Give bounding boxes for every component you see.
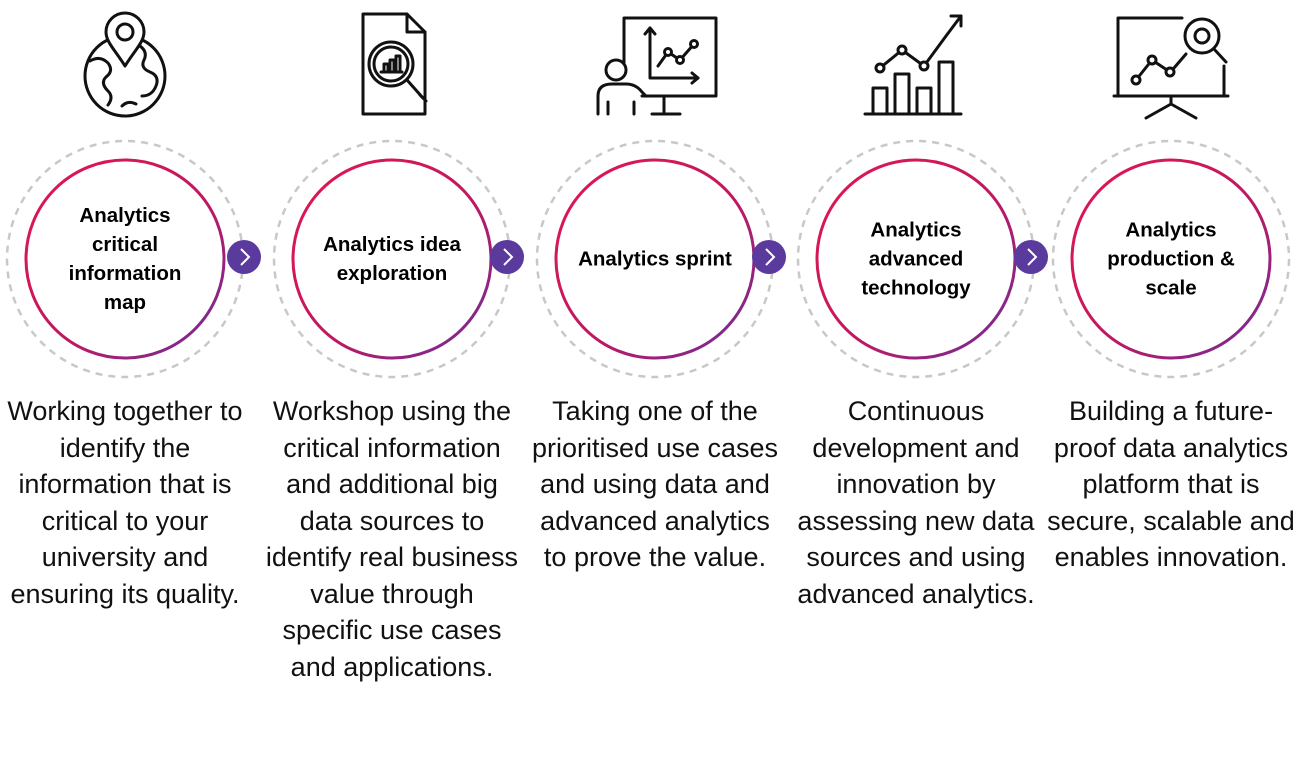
chevron-right-icon <box>1027 248 1038 266</box>
step-description: Workshop using the critical information … <box>265 396 519 682</box>
step-title: Analytics critical information map <box>68 204 182 314</box>
step-circle: Analytics critical information map <box>0 134 250 384</box>
step-circle: Analytics advanced technology <box>791 134 1041 384</box>
step-description: Continuous development and innovation by… <box>797 396 1035 609</box>
connector-arrow <box>490 240 524 274</box>
step-production-scale: Analytics production & scale Building a … <box>1041 0 1295 771</box>
step-title: Analytics idea exploration <box>323 233 461 285</box>
presenter-chart-board-icon <box>590 6 720 124</box>
step-description: Working together to identify the informa… <box>7 396 243 609</box>
step-title: Analytics advanced technology <box>861 218 971 300</box>
chevron-right-icon <box>503 248 514 266</box>
chevron-right-icon <box>240 248 251 266</box>
chevron-right-icon <box>765 248 776 266</box>
step-title: Analytics sprint <box>578 247 732 271</box>
step-sprint: Analytics sprint Taking one of the prior… <box>525 0 785 771</box>
globe-location-pin-icon <box>60 6 190 124</box>
connector-arrow <box>1014 240 1048 274</box>
step-idea-exploration: Analytics idea exploration Workshop usin… <box>262 0 522 771</box>
step-circle: Analytics production & scale <box>1046 134 1295 384</box>
connector-arrow <box>752 240 786 274</box>
step-title: Analytics production & scale <box>1107 218 1235 300</box>
step-circle: Analytics idea exploration <box>267 134 517 384</box>
step-description: Taking one of the prioritised use cases … <box>531 396 779 572</box>
step-advanced-technology: Analytics advanced technology Continuous… <box>786 0 1046 771</box>
bar-chart-growth-arrow-icon <box>851 6 981 124</box>
monitor-chart-magnifier-icon <box>1106 6 1236 124</box>
step-description: Building a future-proof data analytics p… <box>1047 396 1295 572</box>
document-magnifier-chart-icon <box>327 6 457 124</box>
connector-arrow <box>227 240 261 274</box>
step-critical-information-map: Analytics critical information map Worki… <box>0 0 255 771</box>
step-circle: Analytics sprint <box>530 134 780 384</box>
